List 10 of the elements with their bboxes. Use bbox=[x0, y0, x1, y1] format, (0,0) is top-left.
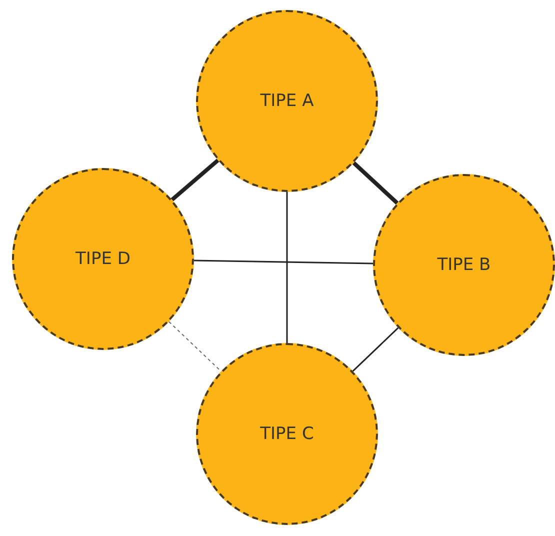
type-label: TIPE A bbox=[260, 91, 314, 111]
connector-line bbox=[286, 192, 288, 343]
connector-line bbox=[194, 260, 374, 264]
connector-line bbox=[352, 161, 399, 205]
connector-line bbox=[170, 158, 220, 202]
connector-line bbox=[352, 327, 399, 372]
type-label: TIPE D bbox=[76, 249, 130, 269]
type-label: TIPE B bbox=[437, 255, 491, 275]
connector-line bbox=[168, 321, 222, 372]
type-label: TIPE C bbox=[260, 424, 314, 444]
